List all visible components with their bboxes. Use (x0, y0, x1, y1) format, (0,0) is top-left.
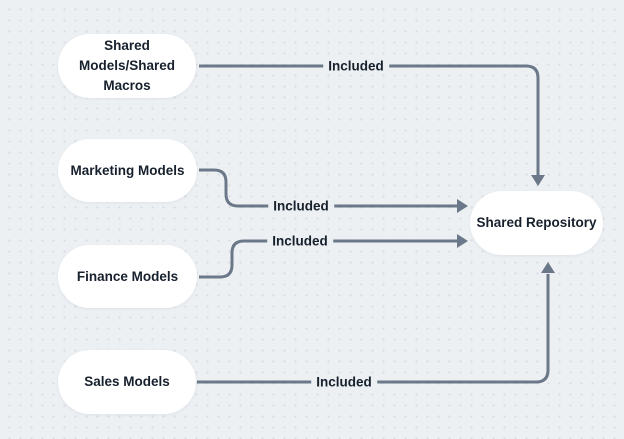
edge-marketing-models-to-shared-repository (199, 168, 457, 208)
edge-sales-models-to-shared-repository (197, 274, 550, 384)
node-label: Finance Models (77, 267, 178, 287)
node-label-line: Models/Shared (78, 58, 176, 73)
node-finance-models: Finance Models (58, 245, 197, 308)
node-label: Shared Repository (476, 213, 596, 233)
edge-label-shared-models-shared-macros: Included (323, 58, 389, 74)
edge-shared-models-shared-macros-to-shared-repository (199, 64, 540, 176)
node-label: Marketing Models (70, 161, 184, 181)
edge-finance-models-to-shared-repository (199, 239, 457, 279)
edge-label-sales-models: Included (311, 374, 377, 390)
node-label-line: Shared (104, 38, 150, 53)
node-sales-models: Sales Models (58, 350, 196, 414)
node-label: Sales Models (84, 372, 170, 392)
arrowhead-icon (457, 234, 468, 248)
node-label-line: Finance Models (76, 268, 179, 284)
node-label-line: Macros (103, 78, 151, 93)
edge-label-marketing-models: Included (268, 198, 334, 214)
node-shared-repository: Shared Repository (470, 191, 603, 255)
node-marketing-models: Marketing Models (58, 139, 197, 202)
node-label-line: Shared Repository (476, 215, 597, 230)
arrowhead-icon (457, 199, 468, 213)
edge-label-finance-models: Included (267, 233, 333, 249)
arrowhead-icon (541, 262, 555, 273)
node-label-line: Sales Models (84, 374, 170, 389)
node-label-line: Marketing Models (70, 162, 185, 178)
arrowhead-icon (531, 175, 545, 186)
